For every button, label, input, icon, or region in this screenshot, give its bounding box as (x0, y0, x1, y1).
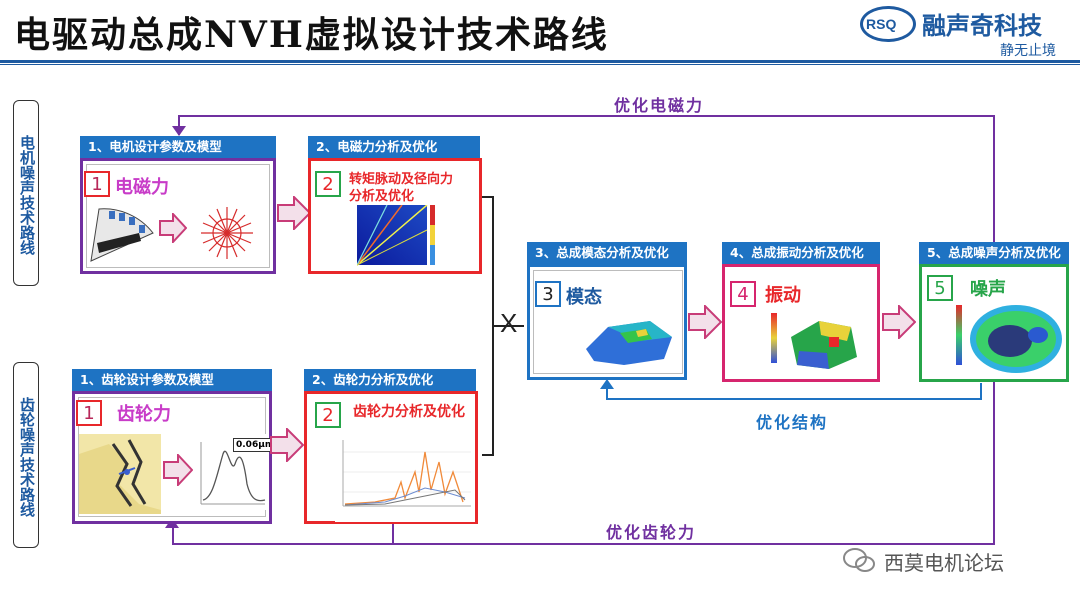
header-divider-thin (0, 64, 1080, 65)
gear-mesh-icon (79, 434, 161, 514)
step5-number: 5 (927, 275, 953, 301)
arrow-right-icon (882, 305, 916, 339)
wechat-icon (843, 548, 875, 572)
arrow-down-icon (172, 126, 186, 136)
campbell-diagram-icon (357, 205, 435, 266)
step-motor1-box: 1 电磁力 (80, 158, 276, 274)
arrow-right-icon (688, 305, 722, 339)
merge-connector (494, 325, 524, 327)
step-motor1-number: 1 (84, 171, 110, 197)
motor-model-icon (90, 208, 154, 262)
gear-chart-callout: 0.06μm (233, 438, 278, 452)
acoustic-field-icon (956, 305, 1062, 373)
vibration-response-icon (771, 313, 857, 369)
step3-header: 3、总成模态分析及优化 (527, 242, 687, 264)
logo-slogan: 静无止境 (1000, 43, 1056, 59)
step5-header: 5、总成噪声分析及优化 (919, 242, 1069, 264)
loop-line-top (178, 115, 995, 117)
step-gear1-label: 齿轮力 (117, 404, 171, 425)
loop-line-bottom-rise (172, 524, 174, 544)
step4-header: 4、总成振动分析及优化 (722, 242, 880, 264)
step4-number: 4 (730, 281, 756, 307)
step-motor2-label-1: 转矩脉动及径向力 (349, 172, 454, 187)
loop-line-middle (606, 398, 982, 400)
step4-box: 4 振动 (722, 264, 880, 382)
arrow-right-icon (277, 196, 311, 230)
step-motor2-box: 2 转矩脉动及径向力 分析及优化 (308, 158, 482, 274)
watermark-text: 西莫电机论坛 (884, 551, 1004, 575)
logo-name: 融声奇科技 (922, 12, 1042, 40)
motor-route-label: 电机噪声技术路线 (13, 100, 39, 286)
step-gear2-box: 2 齿轮力分析及优化 (304, 391, 478, 524)
loop-label-top: 优化电磁力 (614, 96, 705, 115)
step-motor2-number: 2 (315, 171, 341, 197)
step5-label: 噪声 (970, 279, 1006, 300)
merge-symbol: X (500, 308, 518, 338)
logo-ring-icon (860, 6, 916, 42)
arrow-right-icon (159, 213, 187, 243)
arrow-right-icon (163, 454, 193, 486)
step-motor2-header: 2、电磁力分析及优化 (308, 136, 480, 158)
page-title: 电驱动总成NVH虚拟设计技术路线 (14, 14, 609, 56)
loop-line-bottom (172, 543, 995, 545)
header-divider (0, 60, 1080, 63)
modal-shape-icon (586, 321, 672, 365)
gear-route-label: 齿轮噪声技术路线 (13, 362, 39, 548)
step-gear2-label: 齿轮力分析及优化 (353, 404, 465, 420)
loop-line-middle-rise (980, 383, 982, 400)
logo-mark: RSQ (866, 16, 897, 32)
radial-force-plot-icon (189, 193, 265, 267)
loop-line-top-drop (178, 115, 180, 135)
step-gear1-box: 1 齿轮力 0.06μm (72, 391, 278, 524)
step-motor1-header: 1、电机设计参数及模型 (80, 136, 276, 158)
step-gear1-header: 1、齿轮设计参数及模型 (72, 369, 272, 391)
arrow-right-icon (270, 428, 304, 462)
step-motor2-label-2: 分析及优化 (349, 189, 415, 204)
step-gear2-number: 2 (315, 402, 341, 428)
step-motor1-label: 电磁力 (115, 177, 169, 198)
arrow-up-icon (600, 379, 614, 389)
step3-box: 3 模态 (527, 264, 687, 380)
loop-label-bottom: 优化齿轮力 (606, 523, 697, 542)
step3-number: 3 (535, 281, 561, 307)
step-gear1-number: 1 (76, 400, 102, 426)
loop-line-gear-out (392, 522, 394, 544)
loop-label-middle: 优化结构 (756, 413, 829, 432)
loop-line-middle-drop (606, 386, 608, 400)
gear-force-spectrum-icon (335, 432, 475, 522)
step4-label: 振动 (765, 285, 801, 306)
step5-box: 5 噪声 (919, 264, 1069, 382)
step-gear2-header: 2、齿轮力分析及优化 (304, 369, 476, 391)
step3-label: 模态 (566, 287, 602, 308)
merge-bracket (482, 196, 494, 456)
